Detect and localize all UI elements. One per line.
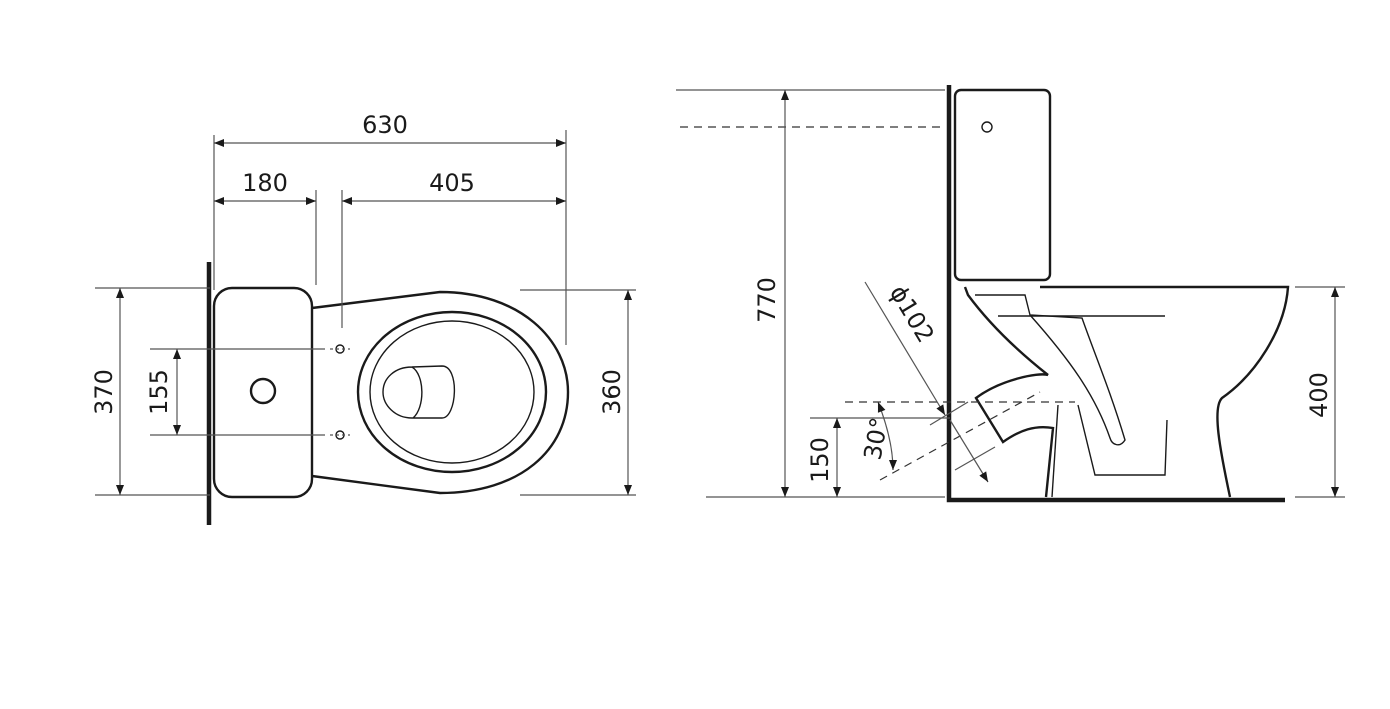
dim-total-height: 770 <box>753 277 781 323</box>
wall-and-floor <box>946 85 1285 503</box>
dim-seat-height: 400 <box>1305 372 1333 418</box>
side-view: 770 400 150 30° ϕ102 <box>676 85 1345 503</box>
bowl-rim <box>356 310 548 474</box>
side-dimension-lines <box>781 90 1339 497</box>
outlet-opening <box>382 365 456 419</box>
bolt-holes <box>330 344 350 440</box>
dim-bolts-to-front: 405 <box>429 169 475 197</box>
dim-outlet-height: 150 <box>806 437 834 483</box>
bowl-inner <box>369 320 535 464</box>
bowl-outline <box>311 290 570 495</box>
bowl-profile <box>1040 285 1290 498</box>
cistern-side <box>953 88 1052 282</box>
dim-bowl-width: 360 <box>598 369 626 415</box>
dim-outlet-diameter: ϕ102 <box>884 280 940 347</box>
dim-tank-width: 370 <box>90 369 118 415</box>
dim-outlet-angle: 30° <box>859 415 894 462</box>
dim-bolt-spacing: 155 <box>145 369 173 415</box>
top-view: 630 180 405 370 155 360 <box>90 111 636 525</box>
trap-outer <box>963 286 1055 498</box>
flush-button-icon <box>249 377 277 405</box>
button-icon <box>981 121 993 133</box>
extension-lines <box>95 130 636 496</box>
dimension-lines <box>116 139 632 495</box>
trap-channel <box>975 294 1126 446</box>
cistern-top <box>212 286 314 499</box>
dim-tank-to-bolts: 180 <box>242 169 288 197</box>
trap-inner <box>1077 404 1168 476</box>
dim-overall-length: 630 <box>362 111 408 139</box>
